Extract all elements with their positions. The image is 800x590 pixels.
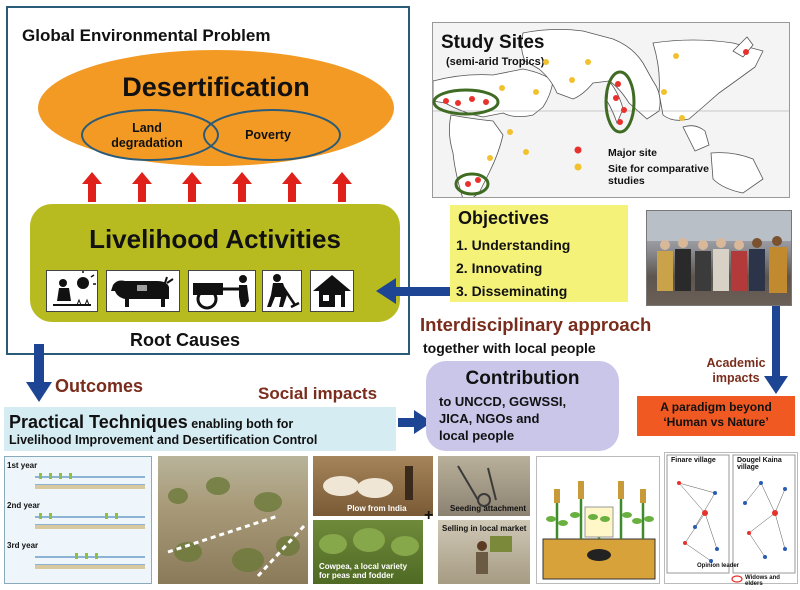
objectives-box xyxy=(450,205,628,302)
cowpea-label: Cowpea, a local variety for peas and fod… xyxy=(319,562,408,580)
objective-disseminating: 3. Disseminating xyxy=(456,283,568,299)
contribution-title: Contribution xyxy=(465,368,580,389)
fallow-band-diagram: 1st year 2nd year 3rd year xyxy=(4,456,152,584)
paradigm-text: A paradigm beyond ‘Human vs Nature’ xyxy=(660,400,772,429)
village-network-diagram: Finare village Dougel Kaina village Opin… xyxy=(664,452,798,587)
contribution-line-2: JICA, NGOs and xyxy=(439,411,540,426)
practical-techniques-line2: Livelihood Improvement and Desertificati… xyxy=(9,433,318,447)
hoe-icon xyxy=(262,270,302,312)
cattle-icon xyxy=(106,270,180,312)
outcomes-label: Outcomes xyxy=(55,376,144,396)
red-up-arrows xyxy=(82,172,352,202)
year-1-label: 1st year xyxy=(7,461,38,470)
global-problem-title: Global Environmental Problem xyxy=(22,26,271,45)
cart-icon xyxy=(188,270,256,312)
objectives-title: Objectives xyxy=(458,208,550,228)
livelihood-activities-title: Livelihood Activities xyxy=(89,224,341,254)
objective-innovating: 2. Innovating xyxy=(456,260,543,276)
seeding-photo: Seeding attachment xyxy=(438,456,530,516)
study-sites-subtitle: (semi-arid Tropics) xyxy=(446,56,545,68)
year-2-label: 2nd year xyxy=(7,501,40,510)
interdisciplinary-approach-title: Interdisciplinary approach xyxy=(420,314,652,335)
year-3-label: 3rd year xyxy=(7,541,39,550)
study-site-markers xyxy=(432,49,749,196)
seeding-label: Seeding attachment xyxy=(450,504,527,513)
legend-major-site: Major site xyxy=(608,147,658,159)
selling-label: Selling in local market xyxy=(442,524,527,533)
desertification-title: Desertification xyxy=(122,72,310,102)
practical-techniques-title: Practical Techniques enabling both for xyxy=(9,412,293,433)
dougel-village-label: Dougel Kaina village xyxy=(737,457,782,471)
cowpea-photo: Cowpea, a local variety for peas and fod… xyxy=(313,520,423,584)
field-photo xyxy=(158,456,308,584)
plus-icon: + xyxy=(424,507,434,524)
legend-comparative-site: Site for comparative studies xyxy=(608,163,709,187)
desertification-ellipse xyxy=(38,50,394,166)
plow-label: Plow from India xyxy=(347,504,407,513)
crop-root-diagram xyxy=(536,456,660,584)
world-map-outline xyxy=(433,29,789,197)
paradigm-box xyxy=(637,396,795,436)
practical-techniques-box xyxy=(4,407,396,451)
study-sites-title: Study Sites xyxy=(441,32,545,53)
root-causes-label: Root Causes xyxy=(130,330,241,350)
together-with-local-people: together with local people xyxy=(423,340,596,356)
land-degradation-label: Land degradation xyxy=(111,121,183,150)
contribution-box xyxy=(426,361,619,451)
house-icon xyxy=(310,270,354,312)
objective-understanding: 1. Understanding xyxy=(456,237,571,253)
contribution-line-3: local people xyxy=(439,428,515,443)
social-impacts-label: Social impacts xyxy=(258,384,378,403)
sowing-icon xyxy=(46,270,98,312)
practical-techniques-main: Practical Techniques xyxy=(9,412,188,432)
opinion-leader-label: Opinion leader xyxy=(697,563,740,569)
team-photo xyxy=(646,210,792,306)
widows-elders-label: Widows and elders xyxy=(745,575,780,587)
contribution-line-1: to UNCCD, GGWSSI, xyxy=(439,394,567,409)
practical-techniques-suffix: enabling both for xyxy=(187,417,294,431)
finare-village-label: Finare village xyxy=(671,457,716,464)
academic-impacts-label: Academic impacts xyxy=(706,356,766,385)
market-photo: Selling in local market xyxy=(438,520,530,584)
poverty-label: Poverty xyxy=(245,128,291,142)
plow-photo: Plow from India xyxy=(313,456,433,516)
